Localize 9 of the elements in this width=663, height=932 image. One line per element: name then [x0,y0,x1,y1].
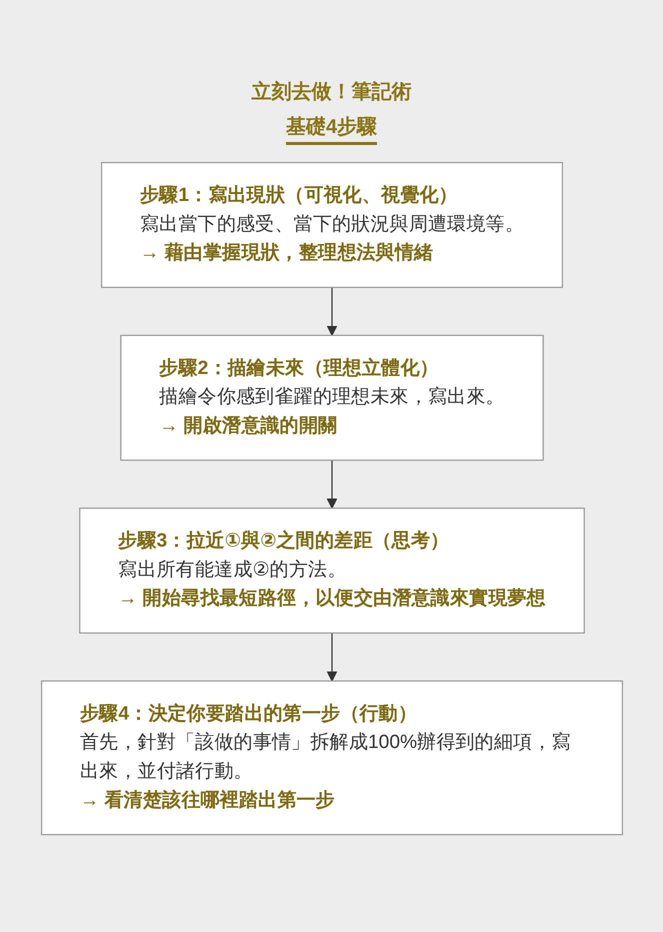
node-box: 步驟1：寫出現狀（可視化、視覺化） 寫出當下的感受、當下的狀況與周遭環境等。 → 藉由掌握現狀，整理想法與情緒 [100,162,562,288]
node-box: 步驟3：拉近①與②之間的差距（思考） 寫出所有能達成②的方法。 → 開始尋找最短路徑，以便交由潛意識來實現夢想 [78,508,584,634]
arrow [326,287,337,336]
node-box: 步驟2：描繪未來（理想立體化） 描繪令你感到雀躍的理想未來，寫出來。 → 開啟潛意識的開關 [120,334,544,461]
title: 立刻去做！筆記術 [252,80,412,105]
subtitle: 基礎4步驟 [286,116,378,138]
arrow [326,633,337,682]
arrow [326,460,337,509]
node-box: 步驟4：決定你要踏出的第一步（行動） 首先，針對「該做的事情」拆解成100%辦得到的細項，寫出來，並付諸行動。 → 看清楚該往哪裡踏出第一步 [40,680,622,836]
